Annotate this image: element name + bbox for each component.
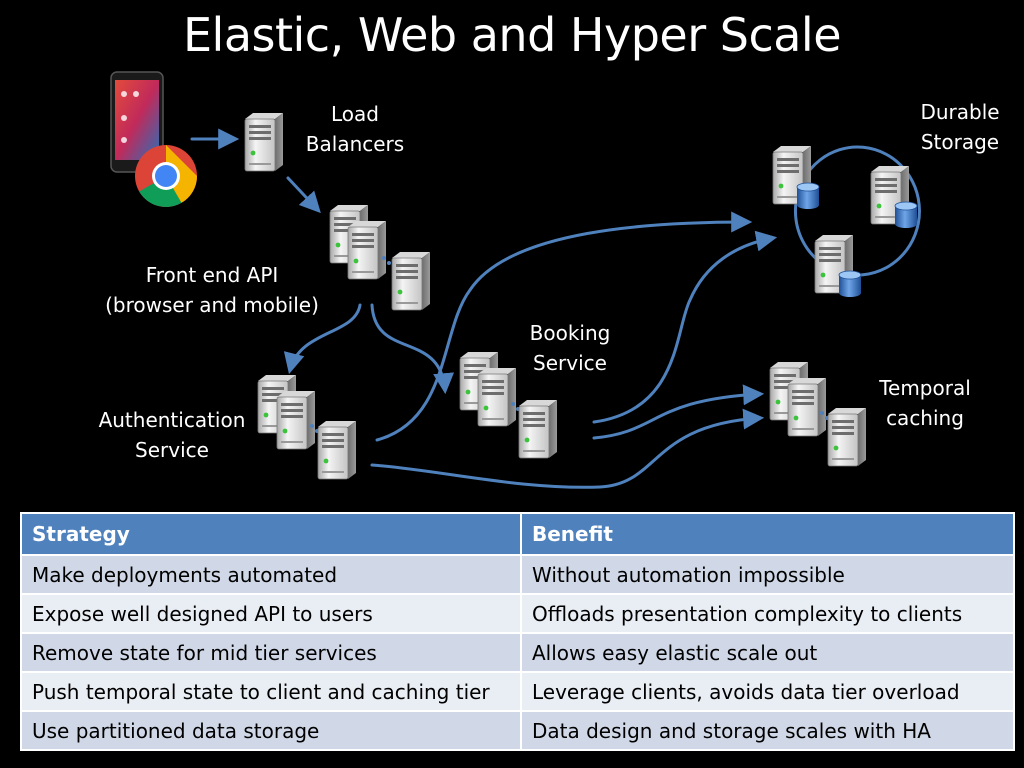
auth-server-icons bbox=[257, 374, 357, 480]
frontend-server-icons bbox=[329, 204, 431, 311]
benefit-cell: Without automation impossible bbox=[520, 554, 1015, 595]
table-row: Remove state for mid tier services Allow… bbox=[20, 632, 1015, 673]
load-balancer-server-icon bbox=[244, 112, 284, 172]
arrow-booking-to-cache bbox=[592, 384, 765, 440]
strategy-cell: Remove state for mid tier services bbox=[20, 632, 522, 673]
benefit-cell: Offloads presentation complexity to clie… bbox=[520, 593, 1015, 634]
cache-server-icons bbox=[769, 361, 867, 467]
durable-storage-label: Durable Storage bbox=[920, 100, 1000, 154]
temporal-caching-label: Temporal caching bbox=[879, 376, 971, 430]
slide-title: Elastic, Web and Hyper Scale bbox=[182, 8, 842, 62]
storage-ring bbox=[793, 145, 921, 277]
strategy-cell: Make deployments automated bbox=[20, 554, 522, 595]
strategy-cell: Push temporal state to client and cachin… bbox=[20, 671, 522, 712]
table-header-benefit: Benefit bbox=[520, 512, 1015, 556]
table-row: Expose well designed API to users Offloa… bbox=[20, 593, 1015, 634]
arrow-auth-to-cache bbox=[370, 408, 765, 489]
table-row: Push temporal state to client and cachin… bbox=[20, 671, 1015, 712]
table-header-row: Strategy Benefit bbox=[20, 512, 1015, 556]
architecture-diagram bbox=[110, 71, 921, 489]
load-balancers-label: Load Balancers bbox=[305, 102, 405, 156]
authentication-service-label: Authentication Service bbox=[98, 408, 246, 462]
booking-server-icons bbox=[459, 351, 558, 459]
benefit-cell: Data design and storage scales with HA bbox=[520, 710, 1015, 751]
arrow-frontend-to-booking bbox=[370, 303, 455, 395]
strategy-table: Strategy Benefit Make deployments automa… bbox=[20, 512, 1015, 751]
arrow-auth-to-storage bbox=[375, 211, 753, 442]
storage-server-icons bbox=[772, 145, 918, 298]
table-row: Make deployments automated Without autom… bbox=[20, 554, 1015, 595]
front-end-api-label: Front end API (browser and mobile) bbox=[105, 263, 319, 317]
benefit-cell: Leverage clients, avoids data tier overl… bbox=[520, 671, 1015, 712]
benefit-cell: Allows easy elastic scale out bbox=[520, 632, 1015, 673]
arrow-lb-to-frontend bbox=[286, 176, 321, 214]
table-row: Use partitioned data storage Data design… bbox=[20, 710, 1015, 751]
strategy-cell: Use partitioned data storage bbox=[20, 710, 522, 751]
chrome-logo-icon bbox=[135, 145, 197, 207]
arrow-booking-to-storage bbox=[592, 230, 778, 424]
booking-service-label: Booking Service bbox=[529, 321, 611, 375]
arrow-frontend-to-auth bbox=[283, 303, 362, 375]
phone-icon bbox=[110, 71, 164, 173]
strategy-cell: Expose well designed API to users bbox=[20, 593, 522, 634]
table-header-strategy: Strategy bbox=[20, 512, 522, 556]
